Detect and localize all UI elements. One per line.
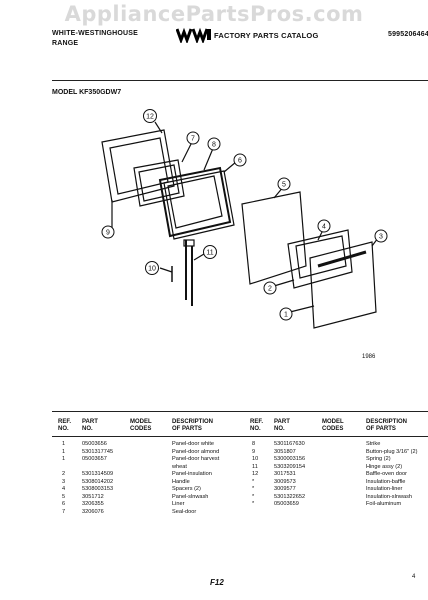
callout-6: 6 (238, 158, 242, 165)
page-code: F12 (210, 578, 224, 587)
product-type: RANGE (52, 40, 79, 47)
part-no-header-right: PART NO. (274, 419, 290, 432)
callout-2: 2 (268, 286, 272, 293)
hinge-assembly-part (171, 239, 195, 306)
callout-8: 8 (212, 142, 216, 149)
door-liner-part (158, 166, 235, 240)
callout-9: 9 (106, 230, 110, 237)
panel-insulation-part (287, 229, 353, 289)
table-top-divider (52, 411, 428, 412)
callout-4: 4 (322, 224, 326, 231)
ref-no-header: REF. NO. (58, 419, 72, 432)
exploded-parts-diagram: 12 7 8 6 5 4 3 2 1 9 10 11 (101, 109, 388, 329)
catalog-number: 5995206464 (388, 31, 428, 38)
page-corner-number: 4 (412, 574, 416, 580)
panel-door-part (309, 241, 377, 329)
brand-logo-icon (176, 27, 211, 43)
header-divider (52, 80, 428, 81)
diagram-year: 1986 (362, 354, 376, 360)
part-no-header: PART NO. (82, 419, 98, 432)
ref-no-header-right: REF. NO. (250, 419, 264, 432)
callout-12: 12 (146, 114, 154, 121)
description-header: DESCRIPTION OF PARTS (172, 419, 214, 432)
door-seal-part (133, 159, 185, 207)
callout-11: 11 (206, 250, 213, 257)
catalog-title: FACTORY PARTS CATALOG (214, 31, 319, 40)
brand-name: WHITE-WESTINGHOUSE (52, 30, 139, 37)
table-row: wheat (172, 463, 187, 470)
callout-10: 10 (148, 266, 156, 273)
description-header-right: DESCRIPTION OF PARTS (366, 419, 408, 432)
model-codes-header-right: MODEL CODES (322, 419, 344, 432)
callout-7: 7 (191, 136, 195, 143)
table-header-divider (52, 436, 428, 437)
model-codes-header: MODEL CODES (130, 419, 152, 432)
model-number: MODEL KF350GDW7 (52, 89, 122, 96)
callout-3: 3 (379, 234, 383, 241)
panel-slnwash-part (241, 191, 307, 285)
watermark: AppliancePartsPros.com (64, 2, 364, 26)
callout-1: 1 (284, 312, 288, 319)
callout-5: 5 (282, 182, 286, 189)
